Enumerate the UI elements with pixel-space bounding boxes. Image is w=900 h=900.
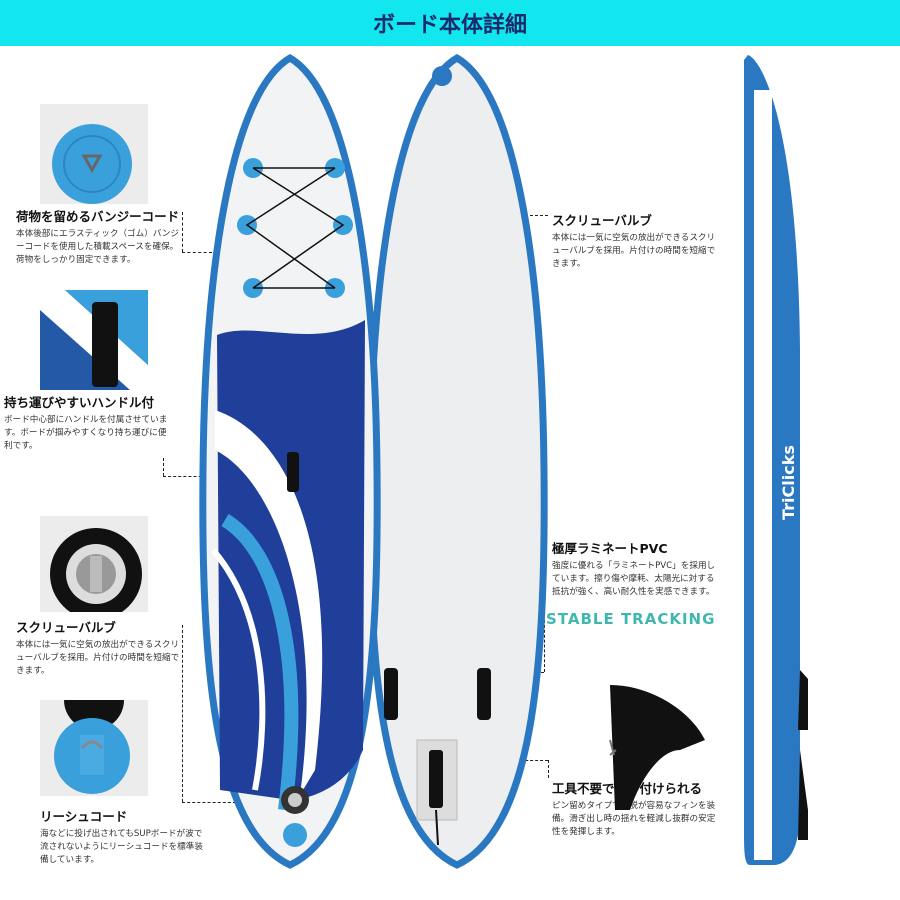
connector-line	[182, 212, 183, 252]
feature-body: 本体には一気に空気の放出ができるスクリューバルブを採用。片付けの時間を短縮できま…	[16, 640, 180, 676]
brand-logo: TriClicks	[779, 445, 798, 520]
feature-body: 強度に優れる「ラミネートPVC」を採用しています。擦り傷や摩耗、太陽光に対する抵…	[552, 561, 716, 597]
leash-pad-photo	[40, 700, 148, 796]
fin-photo	[609, 685, 705, 810]
handle-photo	[40, 290, 148, 390]
feature-pvc: 極厚ラミネートPVC 強度に優れる「ラミネートPVC」を採用しています。擦り傷や…	[552, 538, 722, 599]
connector-line	[544, 620, 545, 672]
feature-body: ボード中心部にハンドルを付属させています。ボードが掴みやすくなり持ち運びに便利で…	[4, 415, 168, 451]
feature-valve-left: スクリューバルブ 本体には一気に空気の放出ができるスクリューバルブを採用。片付け…	[16, 617, 184, 678]
stable-tracking-text: STABLE TRACKING	[546, 610, 716, 628]
feature-title: 極厚ラミネートPVC	[552, 541, 668, 556]
feature-title: 荷物を留めるバンジーコード	[16, 209, 180, 224]
feature-valve-right: スクリューバルブ 本体には一気に空気の放出ができるスクリューバルブを採用。片付け…	[552, 210, 722, 271]
feature-title: スクリューバルブ	[16, 620, 116, 635]
feature-body: 海などに投げ出されてもSUPボードが波で流されないようにリーシュコードを標準装備…	[40, 829, 203, 865]
feature-body: 本体には一気に空気の放出ができるスクリューバルブを採用。片付けの時間を短縮できま…	[552, 233, 716, 269]
board-top-view	[199, 53, 381, 869]
header-banner: ボード本体詳細	[0, 0, 900, 46]
feature-title: 持ち運びやすいハンドル付	[4, 395, 155, 410]
feature-title: リーシュコード	[40, 809, 128, 824]
valve-photo	[40, 516, 148, 612]
feature-bungee: 荷物を留めるバンジーコード 本体後部にエラスティック（ゴム）バンジーコードを使用…	[16, 206, 181, 267]
board-side-view: TriClicks	[744, 55, 808, 865]
page-title: ボード本体詳細	[372, 13, 527, 38]
bungee-pad-photo	[40, 104, 148, 204]
feature-body: ピン留めタイプで着脱が容易なフィンを装備。滑ぎ出し時の揺れを軽減し抜群の安定性を…	[552, 801, 716, 837]
feature-leash: リーシュコード 海などに投げ出されてもSUPボードが波で流されないようにリーシュ…	[40, 806, 205, 867]
board-bottom-view	[366, 53, 548, 869]
connector-line	[182, 252, 212, 253]
feature-body: 本体後部にエラスティック（ゴム）バンジーコードを使用した積載スペースを確保。荷物…	[16, 229, 180, 265]
connector-line	[163, 458, 164, 476]
connector-line	[182, 625, 183, 802]
feature-handle: 持ち運びやすいハンドル付 ボード中心部にハンドルを付属させています。ボードが掴み…	[4, 392, 169, 453]
connector-line	[548, 760, 549, 778]
feature-title: スクリューバルブ	[552, 213, 652, 228]
